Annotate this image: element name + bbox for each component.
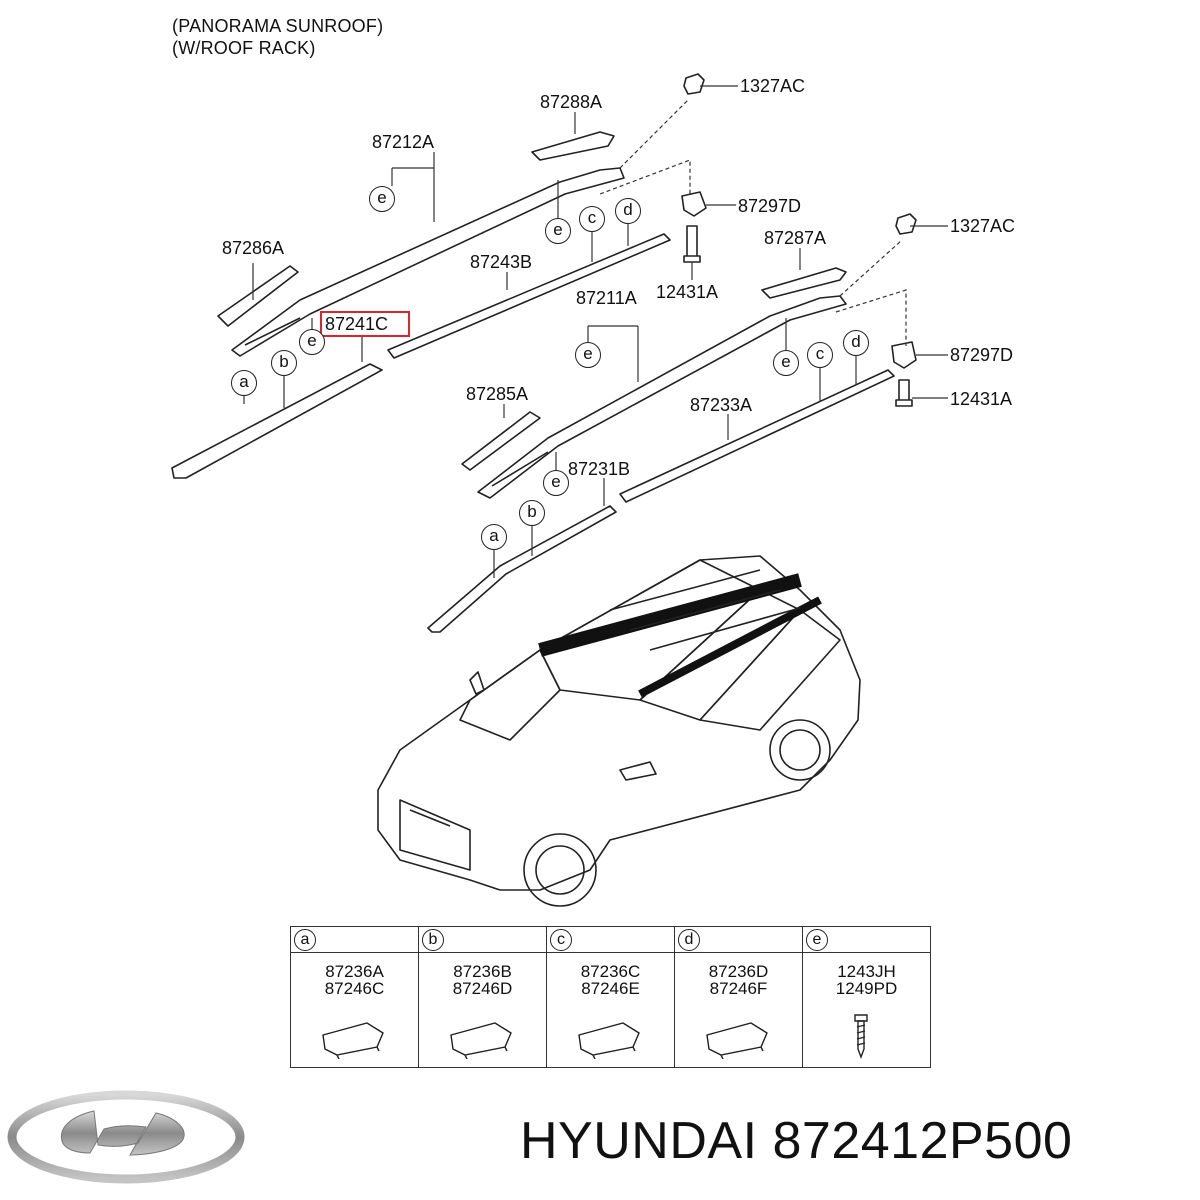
legend-cell-b: 87236B 87246D — [418, 952, 547, 1068]
legend-header-a: a — [290, 926, 419, 953]
callout-d: d — [615, 198, 641, 224]
legend-key-d: d — [678, 929, 700, 951]
legend-part: 87236C — [580, 962, 641, 981]
strip-87241C — [171, 363, 383, 479]
legend-key-b: b — [422, 929, 444, 951]
clip-87297D-top — [681, 191, 707, 217]
callout-e: e — [369, 186, 395, 212]
label-87285A: 87285A — [466, 384, 529, 404]
legend-part: 1249PD — [835, 979, 898, 998]
callout-e: e — [543, 470, 569, 496]
cap-icon — [578, 1022, 640, 1059]
legend-part: 87236B — [453, 962, 512, 981]
nut-1327AC-top — [683, 73, 705, 95]
legend-header-c: c — [546, 926, 675, 953]
cover-87288A — [531, 131, 615, 161]
strip-87231B — [427, 505, 617, 633]
brand-part-number: HYUNDAI 872412P500 — [520, 1112, 1073, 1170]
callout-c: c — [807, 342, 833, 368]
legend-part: 87246C — [324, 979, 385, 998]
label-87241C: 87241C — [325, 314, 389, 334]
label-87297D-right: 87297D — [950, 345, 1014, 365]
callout-e: e — [575, 342, 601, 368]
car-silhouette — [377, 555, 861, 907]
bolt-12431A-right — [895, 379, 913, 407]
callout-c: c — [579, 206, 605, 232]
legend-cell-d: 87236D 87246F — [674, 952, 803, 1068]
legend-header-e: e — [802, 926, 931, 953]
label-1327AC-right: 1327AC — [950, 216, 1016, 236]
screw-icon — [854, 1014, 868, 1059]
cover-87285A — [461, 411, 541, 471]
clip-87297D-right — [891, 341, 917, 369]
strip-87233A — [619, 369, 895, 503]
callout-a: a — [231, 370, 257, 396]
hyundai-logo-icon — [7, 1090, 245, 1184]
label-87286A: 87286A — [222, 238, 285, 258]
rail-87211A — [477, 295, 847, 499]
legend-part: 87246F — [709, 979, 768, 998]
label-87243B: 87243B — [470, 252, 533, 272]
bolt-12431A-top — [683, 225, 701, 263]
legend-part: 87236D — [708, 962, 769, 981]
label-87288A: 87288A — [540, 92, 603, 112]
legend-key-a: a — [294, 929, 316, 951]
legend-part: 1243JH — [837, 962, 896, 981]
callout-e: e — [773, 350, 799, 376]
legend-header-b: b — [418, 926, 547, 953]
label-87287A: 87287A — [764, 228, 827, 248]
label-12431A-right: 12431A — [950, 389, 1013, 409]
legend-part: 87246D — [452, 979, 513, 998]
cap-icon — [706, 1022, 768, 1059]
highlight-box-87241C — [320, 311, 410, 337]
legend-header-d: d — [674, 926, 803, 953]
cap-icon — [450, 1022, 512, 1059]
legend-part: 87236A — [325, 962, 384, 981]
diagram-title-line1: (PANORAMA SUNROOF) — [172, 16, 384, 36]
legend-key-c: c — [550, 929, 572, 951]
callout-e: e — [545, 218, 571, 244]
callout-b: b — [519, 500, 545, 526]
callout-a: a — [481, 524, 507, 550]
legend-cell-c: 87236C 87246E — [546, 952, 675, 1068]
label-87231B: 87231B — [568, 459, 631, 479]
rail-87212A — [231, 167, 625, 357]
cover-87287A — [761, 267, 847, 299]
nut-1327AC-right — [895, 213, 917, 235]
label-87211A: 87211A — [576, 288, 637, 308]
legend-cell-e: 1243JH 1249PD — [802, 952, 931, 1068]
cap-icon — [322, 1022, 384, 1059]
cover-87286A — [217, 265, 299, 327]
callout-e: e — [299, 329, 325, 355]
legend-table: a b c d e 87236A 87246C 87236B 87246D 87… — [290, 926, 931, 1068]
label-87297D-top: 87297D — [738, 196, 802, 216]
legend-cell-a: 87236A 87246C — [290, 952, 419, 1068]
legend-part: 87246E — [581, 979, 640, 998]
callout-d: d — [843, 330, 869, 356]
label-1327AC-top: 1327AC — [740, 76, 806, 96]
callout-b: b — [271, 350, 297, 376]
legend-key-e: e — [806, 929, 828, 951]
label-87212A: 87212A — [372, 132, 435, 152]
strip-87243B — [387, 233, 671, 359]
label-87233A: 87233A — [690, 395, 753, 415]
diagram-title-line2: (W/ROOF RACK) — [172, 38, 316, 58]
label-12431A-top: 12431A — [656, 282, 719, 302]
